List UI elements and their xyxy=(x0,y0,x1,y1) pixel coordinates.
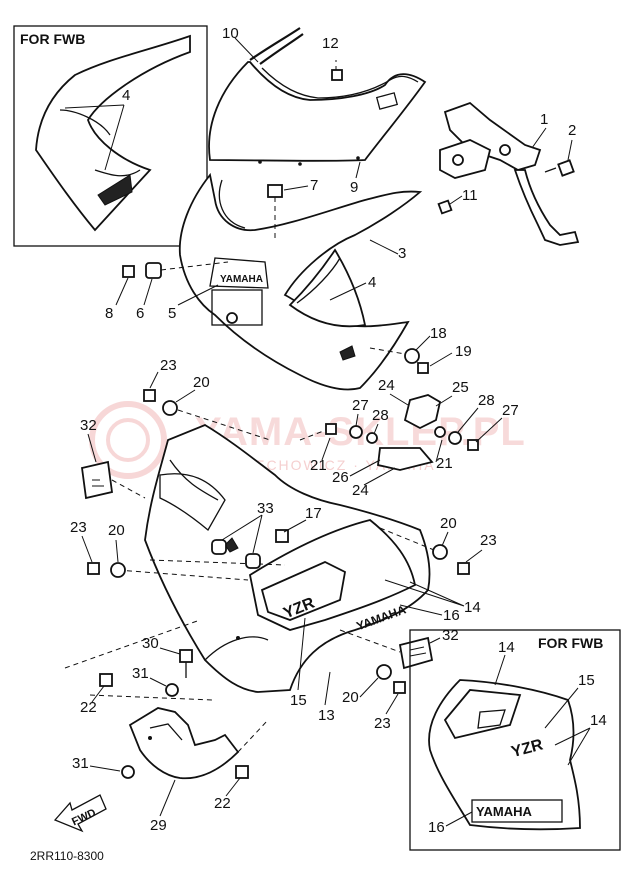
callout-15-b: 15 xyxy=(578,672,595,689)
screw-23-a xyxy=(143,389,156,402)
lower-fairing: YZR YAMAHA xyxy=(144,423,431,693)
inset-top-label: FOR FWB xyxy=(20,31,85,47)
callout-4: 4 xyxy=(368,274,376,291)
callout-32-a: 32 xyxy=(80,417,97,434)
callout-9: 9 xyxy=(350,179,358,196)
callout-24-b: 24 xyxy=(352,482,369,499)
callout-20-d: 20 xyxy=(342,689,359,706)
callout-8: 8 xyxy=(105,305,113,322)
callout-1: 1 xyxy=(540,111,548,128)
bracket-stay xyxy=(439,101,580,246)
callout-21-a: 21 xyxy=(310,457,327,474)
callout-18: 18 xyxy=(430,325,447,342)
washer-31-a xyxy=(165,683,179,697)
grommet-18 xyxy=(404,348,420,364)
callout-5: 5 xyxy=(168,305,176,322)
fwd-arrow: FWD xyxy=(53,794,107,833)
callout-27-a: 27 xyxy=(352,397,369,414)
screw-23-d xyxy=(393,681,406,694)
callout-16-b: 16 xyxy=(428,819,445,836)
callout-12: 12 xyxy=(322,35,339,52)
callout-17: 17 xyxy=(305,505,322,522)
callout-28-b: 28 xyxy=(478,392,495,409)
callout-3: 3 xyxy=(398,245,406,262)
bolt-30 xyxy=(179,649,193,678)
callout-23-a: 23 xyxy=(160,357,177,374)
callout-23-b: 23 xyxy=(70,519,87,536)
callout-11: 11 xyxy=(462,187,478,204)
fastener-8-6 xyxy=(122,261,229,279)
inset-decal-yamaha: YAMAHA xyxy=(476,804,532,819)
callout-13: 13 xyxy=(318,707,335,724)
under-cover xyxy=(128,707,240,780)
nut-20-a xyxy=(162,400,178,416)
inset-top-left: FOR FWB 4 xyxy=(13,25,208,247)
grommet-7 xyxy=(267,184,283,198)
inset-bottom-right: FOR FWB YZR YAMAHA xyxy=(409,629,621,851)
callout-26: 26 xyxy=(332,469,349,486)
callout-31-b: 31 xyxy=(72,755,89,772)
callout-16-a: 16 xyxy=(443,607,460,624)
callout-23-c: 23 xyxy=(480,532,497,549)
nut-20-c xyxy=(432,544,448,560)
callout-15-a: 15 xyxy=(290,692,307,709)
callout-6: 6 xyxy=(136,305,144,322)
nut-20-b xyxy=(110,562,126,578)
callout-32-b: 32 xyxy=(442,627,459,644)
callout-22-b: 22 xyxy=(214,795,231,812)
callout-2: 2 xyxy=(568,122,576,139)
callout-14-c: 14 xyxy=(590,712,607,729)
upper-fairing: YAMAHA xyxy=(178,172,423,391)
callout-20-b: 20 xyxy=(108,522,125,539)
screw-11 xyxy=(437,199,453,215)
callout-20-a: 20 xyxy=(193,374,210,391)
inset-bottom-label: FOR FWB xyxy=(538,635,603,651)
nut-20-d xyxy=(376,664,392,680)
diagram-code: 2RR110-8300 xyxy=(30,849,104,863)
screw-19 xyxy=(417,362,429,374)
callout-22-a: 22 xyxy=(80,699,97,716)
callout-30: 30 xyxy=(142,635,159,652)
callout-23-d: 23 xyxy=(374,715,391,732)
callout-27-b: 27 xyxy=(502,402,519,419)
callout-25: 25 xyxy=(452,379,469,396)
screw-22-a xyxy=(99,673,113,687)
callout-33: 33 xyxy=(257,500,274,517)
callout-14-b: 14 xyxy=(498,639,515,656)
callout-20-c: 20 xyxy=(440,515,457,532)
grommet-33-a xyxy=(211,539,227,555)
callout-29: 29 xyxy=(150,817,167,834)
grommet-33-b xyxy=(245,553,261,569)
air-duct-bracket xyxy=(299,394,479,471)
callout-10: 10 xyxy=(222,25,239,42)
callout-21-b: 21 xyxy=(436,455,453,472)
washer-31-b xyxy=(121,765,135,779)
screw-23-c xyxy=(457,562,470,575)
callout-31-a: 31 xyxy=(132,665,149,682)
screw-22-b xyxy=(235,765,249,779)
screw-23-b xyxy=(87,562,100,575)
windshield xyxy=(208,27,427,166)
callout-4-inset: 4 xyxy=(122,87,130,104)
callout-24-a: 24 xyxy=(378,377,395,394)
pad-32-right xyxy=(398,636,434,670)
callout-7: 7 xyxy=(310,177,318,194)
callout-28-a: 28 xyxy=(372,407,389,424)
fwd-label: FWD xyxy=(70,807,98,828)
callout-19: 19 xyxy=(455,343,472,360)
fairing-badge: YAMAHA xyxy=(220,274,263,285)
bolt-2 xyxy=(544,159,575,177)
callout-14-a: 14 xyxy=(464,599,481,616)
nut-17 xyxy=(275,529,289,543)
screw-12 xyxy=(331,60,343,81)
